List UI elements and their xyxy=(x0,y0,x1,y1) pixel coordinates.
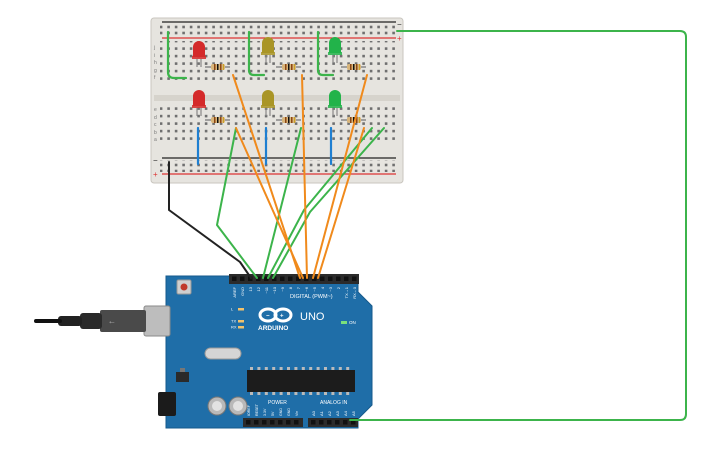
led-red[interactable] xyxy=(192,90,206,116)
power-jack xyxy=(158,392,176,416)
row-letter-i: i xyxy=(154,53,155,59)
digital-pin-label: ~5 xyxy=(312,286,317,291)
power-pin-label: 5V xyxy=(271,411,275,416)
bottom-power-rail xyxy=(160,160,395,172)
row-letter-j: j xyxy=(153,45,155,51)
digital-pin-label: 2 xyxy=(336,286,341,289)
wire-green-3[interactable] xyxy=(267,127,373,279)
digital-pin-label: 13 xyxy=(248,286,253,291)
usb-cable[interactable]: ⭠ xyxy=(34,310,146,332)
row-letter-c: c xyxy=(154,122,157,128)
usb-symbol-icon: ⭠ xyxy=(109,319,115,326)
resistor-2[interactable] xyxy=(276,64,301,70)
rail-minus-label: − xyxy=(397,20,402,29)
wire-orange-4[interactable] xyxy=(235,127,304,279)
digital-pin-label: TX→1 xyxy=(344,286,349,298)
rail-plus-label-bottom: + xyxy=(153,170,158,179)
wire-orange-5[interactable] xyxy=(317,127,365,279)
top-power-rail xyxy=(160,24,395,36)
l-label: L xyxy=(231,307,234,312)
digital-pin-label: ~10 xyxy=(272,286,277,294)
row-letter-a: a xyxy=(154,137,157,143)
digital-pin-label: 12 xyxy=(256,286,261,291)
digital-pin-label: 4 xyxy=(320,286,325,289)
analog-pin-label: A2 xyxy=(327,410,332,416)
led-yellow[interactable] xyxy=(261,37,275,63)
power-pin-label: Vin xyxy=(295,411,299,416)
leds xyxy=(192,37,342,116)
arduino-board[interactable]: − + ARDUINO UNO ON L TX RX DIGITAL (PWM~… xyxy=(143,274,373,429)
wire-green-4[interactable] xyxy=(272,127,385,279)
led-yellow[interactable] xyxy=(261,90,275,116)
digital-pin-label: 7 xyxy=(296,286,301,289)
row-letter-f: f xyxy=(154,75,156,81)
rx-label: RX xyxy=(231,325,237,330)
row-letter-e: e xyxy=(154,107,157,113)
on-label: ON xyxy=(349,320,356,325)
power-pin-label: GND xyxy=(279,408,283,416)
digital-pin-label: RX←0 xyxy=(352,286,357,299)
resistor-5[interactable] xyxy=(276,117,301,123)
resistor-1[interactable] xyxy=(205,64,230,70)
power-label: POWER xyxy=(268,400,287,406)
model-label: UNO xyxy=(300,311,325,323)
wire-green-1[interactable] xyxy=(216,127,258,279)
reset-button-cap[interactable] xyxy=(180,283,188,291)
svg-text:+: + xyxy=(280,314,284,320)
green-ground-jumper-1[interactable] xyxy=(166,30,188,80)
digital-pin-label: ~9 xyxy=(280,286,285,291)
digital-pin-label: AREF xyxy=(232,286,237,297)
led-red[interactable] xyxy=(192,41,206,67)
svg-text:−: − xyxy=(266,314,270,320)
power-pin-label: IOREF xyxy=(247,404,251,416)
analog-pin-label: A1 xyxy=(319,410,324,416)
atmega-chip xyxy=(247,370,355,392)
tx-label: TX xyxy=(231,319,236,324)
led-green[interactable] xyxy=(328,37,342,63)
analog-pin-label: A5 xyxy=(351,410,356,416)
usb-port xyxy=(143,305,171,337)
crystal xyxy=(204,347,242,360)
rail-minus-label-bottom: − xyxy=(153,156,158,165)
power-pin-label: RESET xyxy=(255,403,259,416)
resistor-3[interactable] xyxy=(341,64,366,70)
row-letter-g: g xyxy=(154,68,157,74)
green-ground-jumper-2[interactable] xyxy=(247,30,266,77)
wire-orange-3[interactable] xyxy=(312,74,368,279)
wire-5v-rail-green[interactable] xyxy=(349,30,687,421)
power-pin-label: 3.3V xyxy=(263,408,267,416)
row-letter-b: b xyxy=(154,130,157,136)
on-led xyxy=(341,321,347,324)
resistor-4[interactable] xyxy=(205,117,230,123)
row-letter-d: d xyxy=(154,115,157,121)
led-green[interactable] xyxy=(328,90,342,116)
wire-ground-black[interactable] xyxy=(168,161,252,279)
rail-plus-label: + xyxy=(397,34,402,43)
digital-pin-label: ~3 xyxy=(328,286,333,291)
analog-pin-label: A4 xyxy=(343,410,348,416)
green-ground-jumper-3[interactable] xyxy=(316,30,335,77)
analog-pin-label: A3 xyxy=(335,410,340,416)
analog-header xyxy=(308,418,358,427)
wire-green-2[interactable] xyxy=(262,127,302,279)
digital-pin-label: GND xyxy=(240,287,245,296)
digital-pin-label: ~11 xyxy=(264,286,269,293)
power-pin-label: GND xyxy=(287,408,291,416)
analog-in-label: ANALOG IN xyxy=(320,400,348,406)
digital-pwm-label: DIGITAL (PWM~) xyxy=(290,294,333,300)
digital-pin-label: 8 xyxy=(288,286,293,289)
brand-label: ARDUINO xyxy=(258,325,288,332)
breadboard: j i h g f e d c b a − + − + xyxy=(150,17,404,184)
digital-pin-label: ~6 xyxy=(304,286,309,291)
analog-pin-label: A0 xyxy=(311,410,316,416)
wire-orange-2[interactable] xyxy=(301,74,308,279)
row-letter-h: h xyxy=(154,60,157,66)
digital-header xyxy=(229,274,359,284)
arduino-logo xyxy=(258,307,293,323)
